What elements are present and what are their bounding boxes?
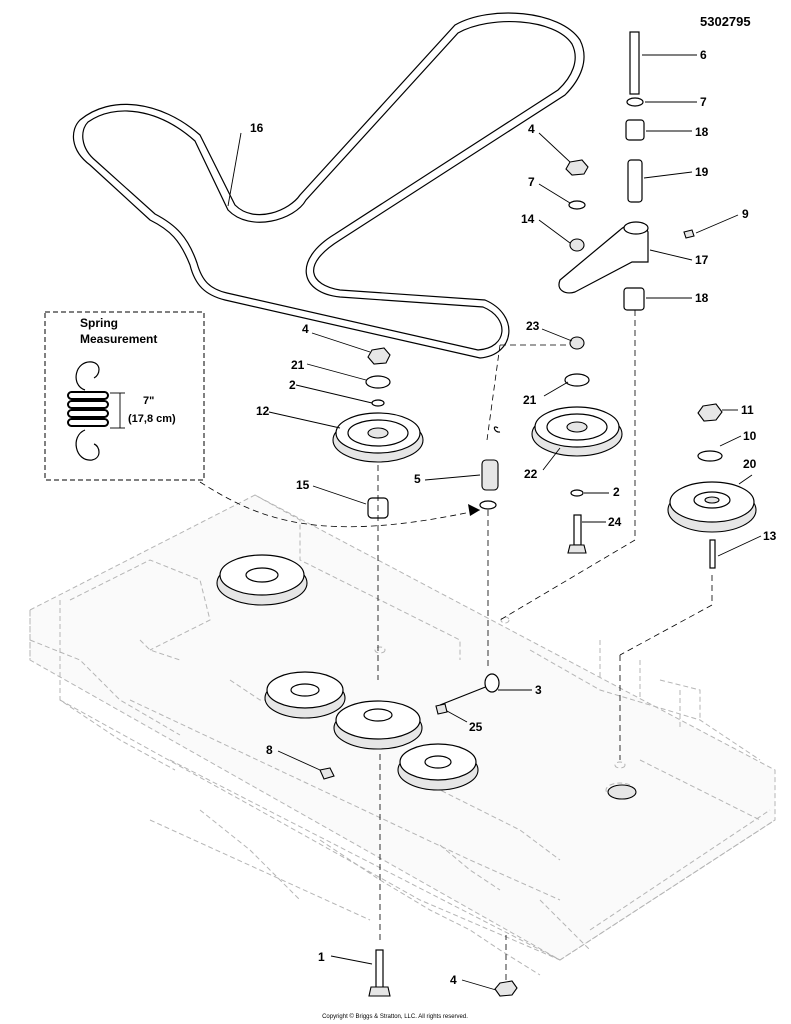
- tension-spring: [479, 426, 501, 670]
- callout-23: 23: [526, 319, 540, 333]
- deck-pulleys: [216, 554, 637, 800]
- callout-13: 13: [763, 529, 777, 543]
- dimension-inches: 7": [143, 395, 154, 407]
- callout-10: 10: [743, 429, 757, 443]
- callout-19: 19: [695, 165, 709, 179]
- callout-7-top: 7: [700, 95, 707, 109]
- inset-subtitle: Measurement: [80, 332, 157, 346]
- lower-hardware: [319, 750, 518, 997]
- document-number: 5302795: [700, 14, 751, 29]
- callout-18-bottom: 18: [695, 291, 709, 305]
- callout-25: 25: [469, 720, 483, 734]
- callout-21-right: 21: [523, 393, 537, 407]
- callout-16: 16: [250, 121, 264, 135]
- callout-labels: 6 7 18 19 9 17 18 4 7 14 23 21 22 2 24 1…: [250, 48, 777, 987]
- inset-title: Spring: [80, 316, 118, 330]
- arm-hardware: [486, 159, 623, 554]
- callout-2-center: 2: [289, 378, 296, 392]
- drive-belt: [72, 12, 585, 359]
- callout-15: 15: [296, 478, 310, 492]
- callout-12: 12: [256, 404, 270, 418]
- callout-4-upper-right: 4: [528, 122, 535, 136]
- callout-11: 11: [741, 403, 754, 417]
- leader-lines: [227, 54, 762, 991]
- spring-measurement-inset: Spring Measurement 7" (17,8 cm): [44, 311, 481, 528]
- dimension-line: [110, 392, 125, 429]
- callout-20: 20: [743, 457, 757, 471]
- right-pulley: [619, 403, 757, 760]
- dimension-cm: (17,8 cm): [128, 413, 176, 425]
- eyebolt: [435, 673, 500, 715]
- idler-stack-center: [332, 347, 424, 680]
- callout-6: 6: [700, 48, 707, 62]
- idler-arm-assembly: [499, 31, 695, 621]
- copyright-notice: Copyright © Briggs & Stratton, LLC. All …: [322, 1013, 468, 1020]
- callout-18-top: 18: [695, 125, 709, 139]
- callout-7-middle: 7: [528, 175, 535, 189]
- callout-14: 14: [521, 212, 535, 226]
- callout-24: 24: [608, 515, 622, 529]
- callout-9: 9: [742, 207, 749, 221]
- callout-3: 3: [535, 683, 542, 697]
- spring-drawing: [67, 361, 109, 461]
- callout-5: 5: [414, 472, 421, 486]
- callout-17: 17: [695, 253, 709, 267]
- callout-21-center: 21: [291, 358, 305, 372]
- callout-2-right: 2: [613, 485, 620, 499]
- callout-8: 8: [266, 743, 273, 757]
- callout-4-center: 4: [302, 322, 309, 336]
- callout-22: 22: [524, 467, 538, 481]
- callout-4-bottom: 4: [450, 973, 457, 987]
- callout-1: 1: [318, 950, 325, 964]
